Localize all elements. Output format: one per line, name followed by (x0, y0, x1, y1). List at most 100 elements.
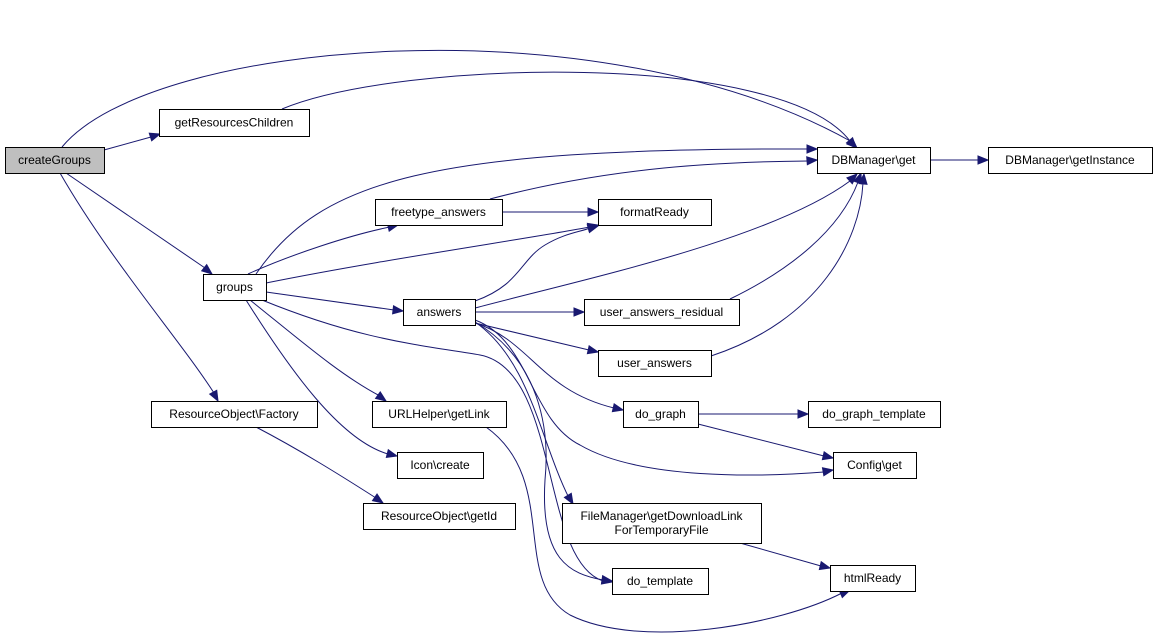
node-freetype[interactable]: freetype_answers (375, 199, 503, 226)
edge-freetype-to-dbget (489, 156, 819, 200)
node-dbget[interactable]: DBManager\get (817, 147, 931, 174)
edge-uar-to-dbget (729, 171, 862, 300)
node-box (833, 452, 917, 479)
edge-answers-to-configget (474, 319, 835, 477)
arrowhead-icon (586, 345, 600, 355)
edge-groups-to-freetype (247, 222, 400, 275)
edge-createGroups-to-groups (65, 172, 214, 275)
node-getInstance[interactable]: DBManager\getInstance (988, 147, 1153, 174)
node-iconcreate[interactable]: Icon\create (397, 452, 484, 479)
edge-line (245, 299, 389, 455)
edge-line (697, 423, 825, 457)
arrowhead-icon (392, 305, 405, 315)
edge-line (729, 181, 859, 300)
node-box (808, 401, 941, 428)
edge-dograph-to-configget (697, 423, 835, 461)
node-dograph[interactable]: do_graph (623, 401, 699, 428)
node-dotemplate[interactable]: do_template (612, 568, 709, 595)
edge-createGroups-to-factory (59, 172, 219, 403)
node-uar[interactable]: user_answers_residual (584, 299, 740, 326)
node-answers[interactable]: answers (403, 299, 476, 326)
edges-layer (59, 49, 990, 633)
edge-line (265, 226, 591, 284)
node-label: do_template (627, 574, 693, 588)
arrowhead-icon (563, 492, 574, 506)
node-formatReady[interactable]: formatReady (598, 199, 712, 226)
node-box (562, 503, 762, 544)
node-dographtpl[interactable]: do_graph_template (808, 401, 941, 428)
node-label: htmlReady (844, 571, 901, 585)
node-box (203, 274, 267, 301)
node-label: do_graph (635, 407, 686, 421)
node-urlhelper[interactable]: URLHelper\getLink (372, 401, 507, 428)
node-factory[interactable]: ResourceObject\Factory (151, 401, 318, 428)
edge-line (485, 426, 843, 633)
edge-line (489, 160, 809, 200)
arrowhead-icon (371, 493, 385, 504)
node-label: formatReady (620, 205, 689, 219)
edge-line (281, 71, 851, 142)
node-label: FileManager\getDownloadLink (580, 509, 743, 523)
arrowhead-icon (611, 403, 625, 413)
arrowhead-icon (385, 448, 399, 459)
node-label: Icon\create (410, 458, 470, 472)
edge-line (474, 321, 570, 499)
arrowhead-icon (846, 173, 858, 185)
arrowhead-icon (858, 172, 868, 185)
edge-line (739, 542, 822, 567)
node-box (372, 401, 507, 428)
node-label: DBManager\get (831, 153, 916, 167)
arrowhead-icon (977, 155, 990, 165)
node-box (988, 147, 1153, 174)
node-box (612, 568, 709, 595)
arrowhead-icon (586, 224, 600, 234)
edge-answers-to-uar (475, 307, 586, 317)
node-label: ResourceObject\Factory (169, 407, 298, 421)
arrowhead-icon (806, 144, 819, 154)
node-fmlink[interactable]: FileManager\getDownloadLinkForTemporaryF… (562, 503, 762, 544)
edge-line (247, 226, 391, 275)
node-box (403, 299, 476, 326)
node-createGroups[interactable]: createGroups (5, 147, 105, 174)
node-label: answers (417, 305, 462, 319)
arrowhead-icon (821, 467, 835, 477)
edge-dbget-to-getInstance (930, 155, 990, 165)
edge-line (65, 172, 206, 269)
edge-getResourcesChildren-to-dbget (281, 71, 857, 150)
node-htmlReady[interactable]: htmlReady (830, 565, 916, 592)
node-label: ResourceObject\getId (381, 509, 497, 523)
edge-line (261, 299, 604, 582)
edge-line (103, 136, 152, 151)
edge-answers-to-formatReady (474, 224, 600, 302)
edge-factory-to-getid (255, 426, 385, 504)
node-configget[interactable]: Config\get (833, 452, 917, 479)
node-getid[interactable]: ResourceObject\getId (363, 503, 516, 530)
edge-line (474, 319, 825, 476)
edge-line (249, 299, 381, 397)
arrowhead-icon (374, 391, 388, 402)
arrowhead-icon (806, 156, 819, 166)
edge-groups-to-formatReady (265, 222, 600, 284)
arrowhead-icon (587, 207, 600, 217)
edge-groups-to-answers (265, 291, 405, 315)
nodes-layer: createGroups getResourcesChildrenDBManage… (5, 109, 1153, 595)
edge-answers-to-ua (474, 322, 600, 355)
edge-line (474, 322, 615, 409)
node-box (598, 199, 712, 226)
edge-line (474, 321, 604, 581)
node-label: DBManager\getInstance (1005, 153, 1135, 167)
edge-createGroups-to-getResourcesChildren (103, 132, 162, 151)
node-label: user_answers_residual (600, 305, 723, 319)
arrowhead-icon (797, 409, 810, 419)
node-getResourcesChildren[interactable]: getResourcesChildren (159, 109, 310, 137)
node-box (375, 199, 503, 226)
edge-line (61, 49, 853, 148)
node-box (151, 401, 318, 428)
node-box (817, 147, 931, 174)
node-groups[interactable]: groups (203, 274, 267, 301)
node-label: ForTemporaryFile (614, 523, 708, 537)
node-ua[interactable]: user_answers (598, 350, 712, 377)
node-box (159, 109, 310, 137)
node-box (830, 565, 916, 592)
node-box (598, 350, 712, 377)
